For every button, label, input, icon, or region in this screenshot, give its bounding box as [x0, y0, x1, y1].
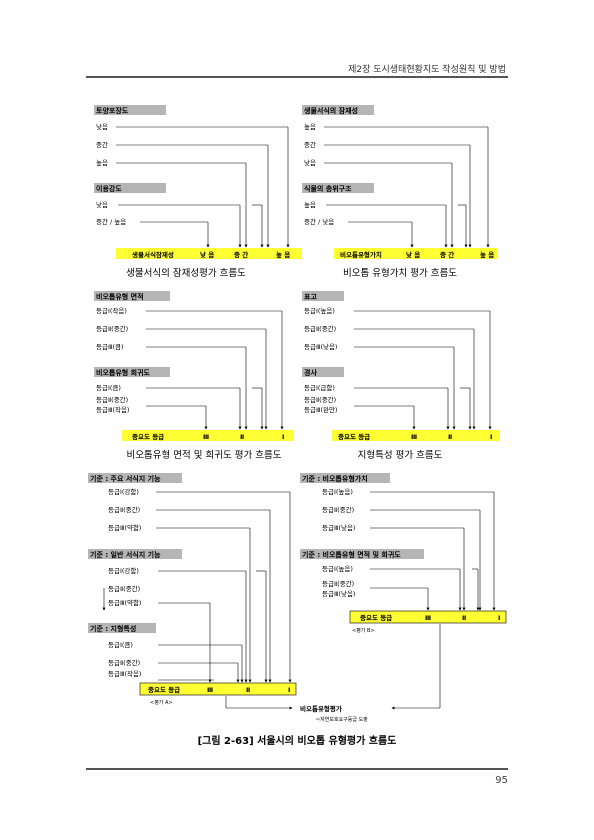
d2-row3: 낮음 — [304, 158, 316, 167]
big-barA-3: Ⅲ — [207, 686, 213, 694]
d3-caption: 비오톱유형 면적 및 희귀도 평가 흐름도 — [127, 449, 282, 461]
d3-row2: 등급Ⅱ(중간) — [96, 324, 128, 333]
d2-bar-mid: 중 간 — [440, 250, 454, 259]
big-boxB: 기준 : 일반 서식지 기능 — [90, 550, 161, 559]
d4-bar-3: Ⅲ — [411, 433, 417, 441]
d2-box2: 식물의 층위구조 — [304, 184, 352, 193]
d4-row6: 등급Ⅲ(완만) — [304, 405, 337, 414]
d1-caption: 생물서식의 잠재성평가 흐름도 — [126, 268, 246, 279]
d1-bar-low: 낮 음 — [200, 250, 214, 259]
d2-row4: 높음 — [304, 201, 316, 209]
big-B2: 등급Ⅱ(중간) — [108, 584, 140, 593]
d4-bar-label: 중요도 등급 — [338, 432, 370, 441]
d3-box2: 비오톱유형 희귀도 — [96, 368, 151, 377]
d4-box1: 표고 — [304, 293, 317, 301]
big-B3: 등급Ⅲ(약함) — [108, 598, 141, 607]
big-barB-2: Ⅱ — [462, 614, 466, 622]
big-barA-label: 중요도 등급 — [148, 685, 180, 694]
big-barB-1: Ⅰ — [498, 614, 500, 622]
d4-row3: 등급Ⅲ(낮음) — [304, 342, 337, 351]
d4-row2: 등급Ⅱ(중간) — [304, 324, 336, 333]
d1-box2: 이용강도 — [96, 184, 122, 193]
d3-row1: 등급Ⅰ(작음) — [96, 306, 127, 315]
d2-row5: 중간 / 낮음 — [304, 217, 334, 226]
big-E1: 등급Ⅰ(높음) — [322, 565, 353, 573]
d2-caption: 비오톱 유형가치 평가 흐름도 — [343, 267, 457, 279]
d2-row2: 중간 — [304, 140, 316, 149]
header-rule — [86, 76, 508, 78]
d1-bar-mid: 중 간 — [234, 250, 248, 259]
big-final-note: ⇨자연보호요구등급 도출 — [316, 716, 368, 723]
big-D1: 등급Ⅰ(높음) — [322, 488, 353, 496]
d4-bar-2: Ⅱ — [448, 433, 452, 441]
big-B1: 등급Ⅰ(강함) — [108, 566, 139, 575]
d2-bar-low: 낮 음 — [406, 250, 420, 259]
big-C3: 등급Ⅲ(작음) — [108, 669, 141, 678]
d1-bar-high: 높 음 — [276, 250, 290, 259]
big-D2: 등급Ⅱ(중간) — [322, 505, 354, 514]
d4-row4: 등급Ⅰ(급함) — [304, 383, 335, 392]
big-noteA: <평가 A> — [150, 699, 173, 706]
d3-bar-label: 중요도 등급 — [132, 432, 164, 441]
d4-caption: 지형특성 평가 흐름도 — [358, 450, 443, 461]
big-noteB: <평가 B> — [352, 627, 375, 634]
d3-row5: 등급Ⅱ(중간) — [96, 395, 128, 404]
footer-rule — [86, 768, 508, 770]
d1-box1: 토양포장도 — [96, 106, 129, 115]
big-C2: 등급Ⅱ(중간) — [108, 658, 140, 667]
big-barA-1: Ⅰ — [288, 686, 290, 694]
big-C1: 등급Ⅰ(큼) — [108, 641, 133, 649]
d4-bar-1: Ⅰ — [490, 433, 492, 441]
big-boxC: 기준 : 지형특성 — [90, 624, 136, 633]
page-number: 95 — [495, 775, 508, 786]
d2-box1: 생물서식의 잠재성 — [304, 106, 358, 115]
d2-row1: 높음 — [304, 123, 316, 131]
big-barB-label: 중요도 등급 — [360, 613, 392, 622]
big-final: 비오톱유형평가 — [300, 704, 342, 713]
big-boxD: 기준 : 비오톱유형가치 — [302, 474, 368, 483]
d1-row1: 낮음 — [96, 122, 108, 131]
figure-caption: [그림 2-63] 서울시의 비오톱 유형평가 흐름도 — [198, 734, 397, 747]
figure-diagrams: 토양포장도 낮음 중간 높음 이용강도 낮음 중간 / 높음 생물서식잠재성 낮… — [88, 105, 507, 747]
d4-box2: 경사 — [304, 368, 317, 377]
running-header: 제2장 도시생태현황지도 작성원칙 및 방법 — [348, 65, 506, 75]
d3-bar-1: Ⅰ — [282, 433, 284, 441]
big-boxA: 기준 : 주요 서식지 기능 — [90, 474, 161, 483]
d2-bar-high: 높 음 — [480, 250, 494, 259]
big-A1: 등급Ⅰ(강함) — [108, 487, 139, 496]
d3-box1: 비오톱유형 면적 — [96, 292, 144, 301]
big-E2: 등급Ⅱ(중간) — [322, 579, 354, 588]
d4-row1: 등급Ⅰ(높음) — [304, 307, 335, 315]
big-A3: 등급Ⅲ(약함) — [108, 523, 141, 532]
d1-bar-label: 생물서식잠재성 — [132, 250, 174, 259]
big-barB-3: Ⅲ — [425, 614, 431, 622]
d2-bar-label: 비오톱유형가치 — [340, 250, 382, 259]
d4-row5: 등급Ⅱ(중간) — [304, 395, 336, 404]
big-barA-2: Ⅱ — [246, 686, 250, 694]
big-E3: 등급Ⅲ(낮음) — [322, 589, 355, 598]
d3-row4: 등급Ⅰ(큼) — [96, 384, 121, 392]
d1-row4: 낮음 — [96, 200, 108, 209]
d3-row3: 등급Ⅲ(큼) — [96, 343, 124, 351]
d1-row2: 중간 — [96, 140, 108, 149]
d3-row6: 등급Ⅲ(작음) — [96, 405, 129, 414]
d1-row5: 중간 / 높음 — [96, 217, 126, 226]
d3-bar-2: Ⅱ — [240, 433, 244, 441]
big-boxE: 기준 : 비오톱유형 면적 및 희귀도 — [302, 550, 401, 559]
big-A2: 등급Ⅱ(중간) — [108, 505, 140, 514]
big-D3: 등급Ⅲ(낮음) — [322, 523, 355, 532]
d1-row3: 높음 — [96, 159, 108, 167]
d3-bar-3: Ⅲ — [203, 433, 209, 441]
